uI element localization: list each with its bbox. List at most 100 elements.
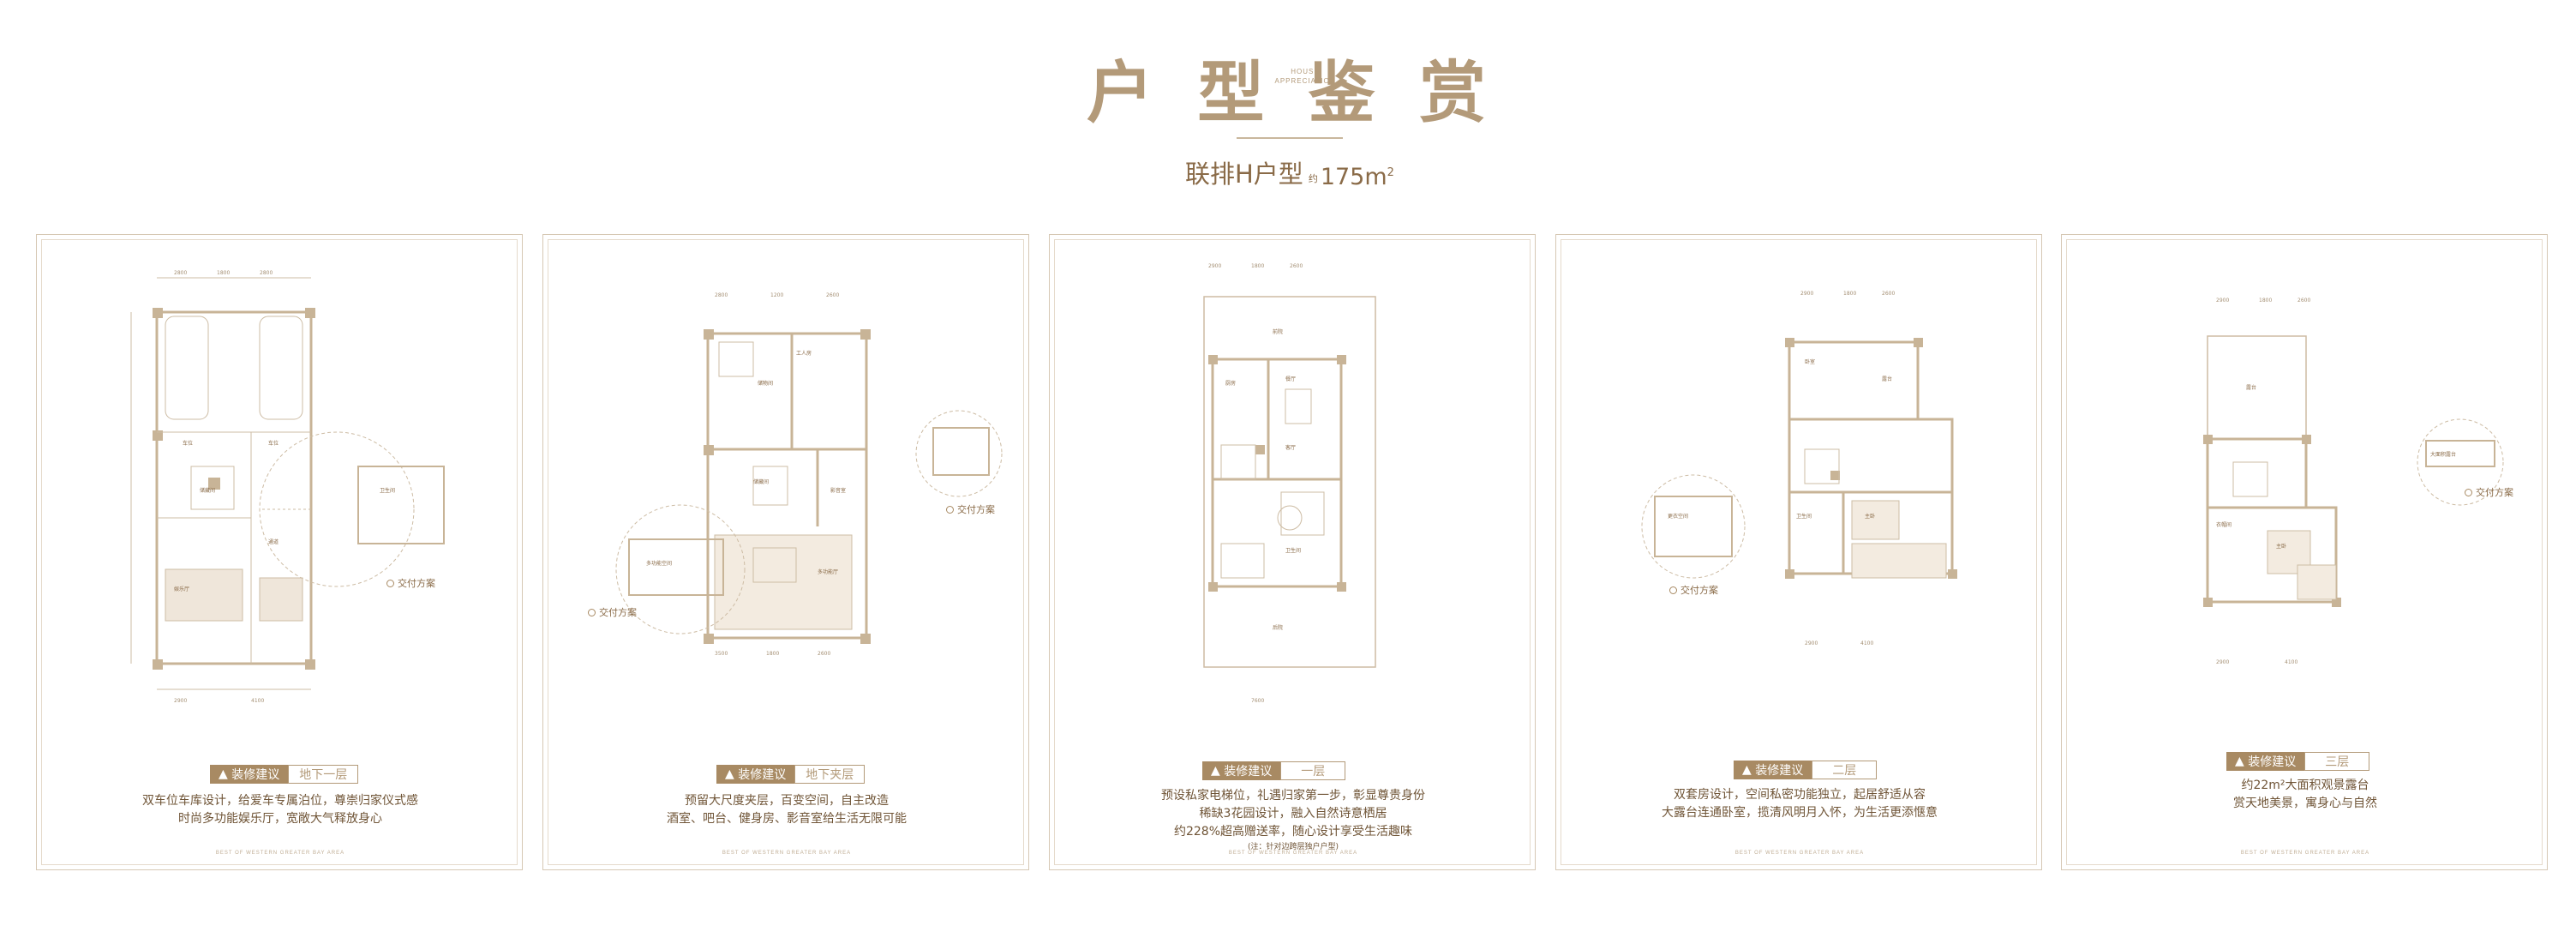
tag-text: 装修建议	[231, 768, 280, 782]
decoration-tag: ▲ 装修建议 三层	[2226, 752, 2370, 771]
svg-text:前院: 前院	[1273, 328, 1283, 335]
svg-text:卫生间: 卫生间	[1285, 547, 1301, 554]
tag-label: ▲ 装修建议	[716, 765, 795, 784]
tag-label: ▲ 装修建议	[1202, 761, 1281, 780]
floor-label: 一层	[1280, 761, 1346, 780]
decoration-tag: ▲ 装修建议 一层	[1202, 761, 1346, 780]
title-char-1: 户	[1087, 54, 1158, 132]
plan-room-labels: 车位车位 储藏间通道 娱乐厅卫生间	[174, 440, 395, 592]
svg-text:影音室: 影音室	[830, 487, 846, 494]
svg-text:卫生间: 卫生间	[1796, 513, 1812, 520]
svg-text:储物间: 储物间	[758, 380, 773, 387]
tag-text: 装修建议	[1224, 765, 1273, 779]
svg-text:1800: 1800	[766, 651, 779, 657]
page-title: 户 型 鉴 赏	[1087, 45, 1489, 132]
callout-label: 交付方案	[957, 504, 995, 515]
panel-description: 双车位车库设计，给爱车专属泊位，尊崇归家仪式感 时尚多功能娱乐厅，宽敞大气释放身…	[71, 792, 489, 828]
panel-description: 约22m²大面积观景露台 赏天地美景，寓身心与自然	[2096, 777, 2514, 813]
page-subtitle: 联排H户型 约 175m2	[1185, 153, 1442, 190]
svg-text:露台: 露台	[2246, 384, 2256, 391]
callout-dot-icon	[588, 608, 596, 616]
description-line-1: 约22m²大面积观景露台	[2241, 779, 2369, 792]
area-number: 175m	[1320, 164, 1387, 190]
callout-dot-icon	[1669, 586, 1677, 594]
svg-text:2800: 2800	[715, 292, 728, 298]
tag-text: 装修建议	[738, 768, 787, 782]
floor-label: 三层	[2304, 752, 2370, 771]
decoration-tag: ▲ 装修建议 地下一层	[210, 765, 359, 784]
page-header: 户 型 鉴 赏 HOUSE APPRECIATION 联排H户型 约 175m2	[0, 0, 2576, 206]
tag-text: 装修建议	[2248, 755, 2297, 769]
panel-footer: BEST OF WESTERN GREATER BAY AREA	[722, 851, 852, 856]
svg-text:2600: 2600	[1882, 291, 1895, 297]
svg-text:1800: 1800	[217, 270, 230, 276]
title-char-3: 鉴	[1308, 54, 1379, 132]
svg-text:客厅: 客厅	[1285, 444, 1296, 451]
title-english-line-1: HOUSE	[1291, 68, 1320, 75]
svg-text:厨房: 厨房	[1225, 380, 1236, 387]
svg-text:2600: 2600	[826, 292, 839, 298]
svg-text:储藏间: 储藏间	[200, 487, 215, 494]
svg-text:1200: 1200	[770, 292, 783, 298]
svg-text:卧室: 卧室	[1805, 358, 1815, 365]
svg-text:车位: 车位	[183, 440, 193, 447]
callout-dot-icon	[2465, 488, 2472, 496]
area-value: 175m2	[1321, 164, 1394, 190]
svg-text:多功能空间: 多功能空间	[646, 560, 672, 567]
svg-text:2900: 2900	[1208, 263, 1221, 269]
description-line-1: 预留大尺度夹层，百变空间，自主改造	[685, 794, 889, 808]
decoration-tag: ▲ 装修建议 二层	[1734, 761, 1878, 779]
floor-label: 地下一层	[288, 765, 359, 784]
svg-text:2900: 2900	[1800, 291, 1813, 297]
description-line-1: 预设私家电梯位，礼遇归家第一步，彰显尊贵身份	[1161, 789, 1425, 803]
svg-text:4100: 4100	[1860, 640, 1873, 646]
plan-room-labels: 卧室露台 卫生间主卧 更衣空间	[1668, 358, 1892, 520]
callout-label: 交付方案	[1680, 585, 1718, 596]
svg-text:工人房: 工人房	[796, 350, 812, 357]
panel-footer: BEST OF WESTERN GREATER BAY AREA	[1228, 851, 1358, 856]
svg-text:主卧: 主卧	[1865, 513, 1875, 520]
description-line-3: 约228%超高赠送率，随心设计享受生活趣味	[1173, 825, 1413, 839]
panel-footer: BEST OF WESTERN GREATER BAY AREA	[215, 851, 345, 856]
callout-dot-icon	[386, 579, 394, 587]
svg-text:餐厅: 餐厅	[1285, 376, 1296, 382]
svg-text:4100: 4100	[251, 698, 264, 704]
svg-text:露台: 露台	[1882, 376, 1892, 382]
callout-delivery-plan: 交付方案	[1669, 583, 1718, 597]
svg-text:衣帽间: 衣帽间	[2216, 521, 2232, 528]
area-about-label: 约	[1308, 173, 1318, 184]
svg-text:2800: 2800	[174, 270, 187, 276]
svg-text:4100: 4100	[2285, 659, 2297, 665]
svg-text:多功能厅: 多功能厅	[818, 568, 838, 575]
svg-text:车位: 车位	[268, 440, 279, 447]
svg-text:2600: 2600	[2297, 298, 2310, 304]
tag-label: ▲ 装修建议	[1734, 761, 1812, 779]
callout-label: 交付方案	[398, 578, 435, 589]
callout-dot-icon	[946, 505, 954, 514]
description-line-2: 稀缺3花园设计，融入自然诗意栖居	[1199, 807, 1387, 821]
title-char-4: 赏	[1418, 54, 1489, 132]
svg-text:卫生间: 卫生间	[380, 487, 395, 494]
callout-delivery-plan-left: 交付方案	[588, 605, 637, 619]
svg-text:大面积露台: 大面积露台	[2430, 451, 2456, 458]
tag-text: 装修建议	[1755, 764, 1804, 778]
floor-label: 二层	[1812, 761, 1878, 779]
description-line-1: 双车位车库设计，给爱车专属泊位，尊崇归家仪式感	[142, 794, 418, 808]
callout-label: 交付方案	[599, 607, 637, 618]
svg-text:储藏间: 储藏间	[753, 478, 769, 485]
title-divider	[1237, 137, 1343, 139]
callout-delivery-plan: 交付方案	[2465, 485, 2513, 499]
svg-text:2900: 2900	[1805, 640, 1818, 646]
panel-description: 预设私家电梯位，礼遇归家第一步，彰显尊贵身份 稀缺3花园设计，融入自然诗意栖居 …	[1084, 787, 1502, 853]
